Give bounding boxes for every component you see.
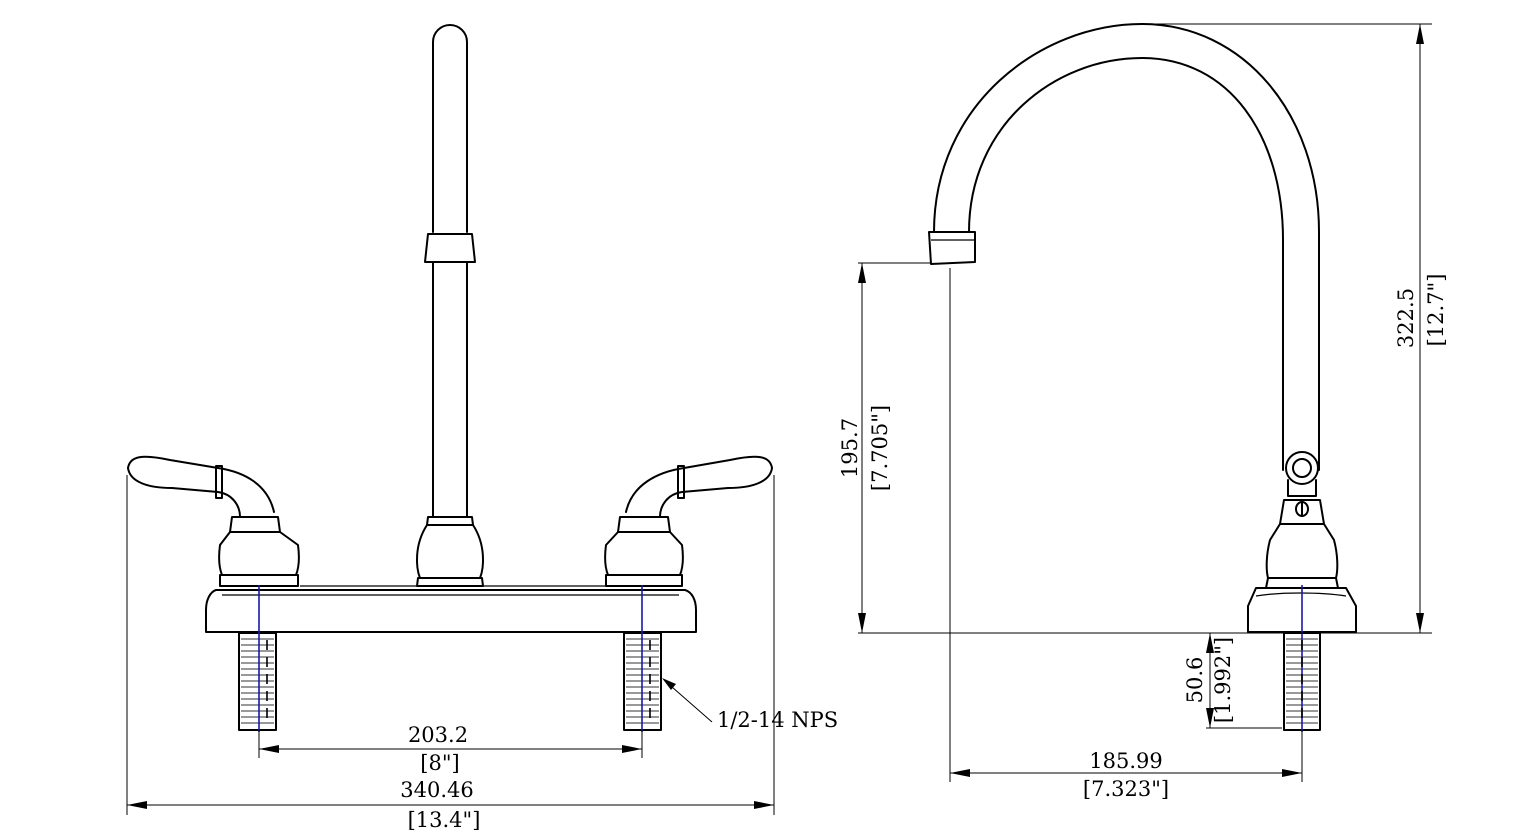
front-left-shank	[238, 585, 277, 732]
spout-height-inch: [7.705"]	[868, 405, 892, 491]
center-spacing-dimension: 203.2 [8"]	[258, 723, 643, 775]
shank-length-mm: 50.6	[1183, 657, 1207, 704]
front-right-shank	[623, 585, 662, 732]
side-swivel-joint	[1279, 451, 1325, 525]
side-gooseneck-spout	[928, 23, 1320, 471]
overall-width-mm: 340.46	[400, 778, 473, 802]
thread-callout: 1/2-14 NPS	[717, 708, 838, 732]
front-base-plate	[205, 585, 697, 633]
overall-height-dimension: 322.5 [12.7"]	[1394, 24, 1448, 633]
center-spacing-mm: 203.2	[408, 723, 468, 747]
shank-length-inch: [1.992"]	[1211, 637, 1235, 723]
center-spacing-inch: [8"]	[420, 751, 459, 775]
front-left-handle	[127, 455, 300, 587]
overall-height-inch: [12.7"]	[1424, 274, 1448, 347]
side-base	[1247, 587, 1357, 633]
overall-width-dimension: 340.46 [13.4"]	[126, 475, 775, 832]
side-view: 195.7 [7.705"] 322.5 [12.7"] 50.6 [1.992…	[838, 23, 1448, 801]
side-shank	[1283, 585, 1321, 732]
overall-width-inch: [13.4"]	[408, 808, 481, 832]
spout-height-dimension: 195.7 [7.705"]	[838, 263, 892, 633]
spout-height-mm: 195.7	[838, 418, 862, 478]
side-body	[1265, 523, 1339, 589]
spout-reach-dimension: 185.99 [7.323"]	[950, 730, 1303, 801]
spout-reach-mm: 185.99	[1089, 749, 1162, 773]
overall-height-mm: 322.5	[1394, 288, 1418, 348]
shank-length-dimension: 50.6 [1.992"]	[1183, 633, 1282, 729]
thread-leader: 1/2-14 NPS	[662, 678, 838, 732]
front-spout	[416, 24, 484, 587]
front-right-handle	[604, 455, 773, 587]
spout-reach-inch: [7.323"]	[1083, 777, 1169, 801]
front-view: 1/2-14 NPS 203.2 [8"] 340.46 [13.4"]	[126, 24, 838, 832]
